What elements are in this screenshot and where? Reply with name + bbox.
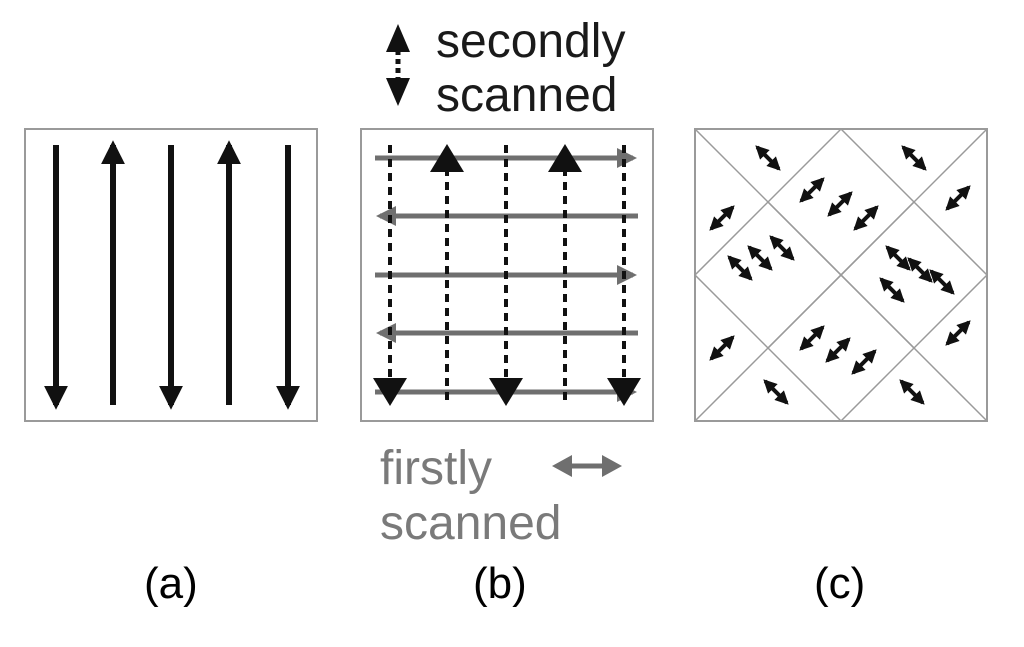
panel-c-arrow-8 xyxy=(899,379,925,405)
legend-secondly-line2: scanned xyxy=(436,69,618,122)
caption-b: (b) xyxy=(473,559,527,608)
panel-c-arrow-20 xyxy=(825,337,851,363)
panel-c-arrow-3 xyxy=(709,205,735,231)
panel-c-arrow-1 xyxy=(755,145,781,171)
panel-c-arrow-16 xyxy=(907,257,933,283)
panel-c-arrow-11 xyxy=(853,205,879,231)
panel-c-arrow-2 xyxy=(901,145,927,171)
panel-c-arrow-5 xyxy=(709,335,735,361)
panel-c-arrow-19 xyxy=(799,325,825,351)
panel-c-arrow-9 xyxy=(799,177,825,203)
panel-b-frame xyxy=(360,128,654,422)
legend-firstly-line2: scanned xyxy=(380,497,562,550)
panel-c xyxy=(693,127,989,423)
panel-c-arrow-7 xyxy=(763,379,789,405)
legend-firstly-line1: firstly xyxy=(380,442,492,495)
panel-c-arrows xyxy=(709,145,971,405)
panel-c-arrow-21 xyxy=(851,349,877,375)
panel-a-frame xyxy=(24,128,318,422)
caption-c: (c) xyxy=(814,559,866,608)
panel-c-arrow-14 xyxy=(769,235,795,261)
panel-b xyxy=(360,128,654,422)
panel-c-arrow-12 xyxy=(727,255,753,281)
panel-c-arrow-6 xyxy=(945,320,971,346)
caption-a: (a) xyxy=(144,559,198,608)
legend-firstly-icon xyxy=(552,455,622,477)
panel-c-arrow-13 xyxy=(747,245,773,271)
panel-c-arrow-10 xyxy=(827,191,853,217)
legend-secondly-icon xyxy=(386,24,410,106)
panel-c-arrow-18 xyxy=(879,277,905,303)
panel-a xyxy=(24,128,318,422)
panel-c-arrow-4 xyxy=(945,185,971,211)
panel-c-arrow-17 xyxy=(929,269,955,295)
panel-c-arrow-15 xyxy=(885,245,911,271)
legend-secondly-line1: secondly xyxy=(436,15,626,68)
